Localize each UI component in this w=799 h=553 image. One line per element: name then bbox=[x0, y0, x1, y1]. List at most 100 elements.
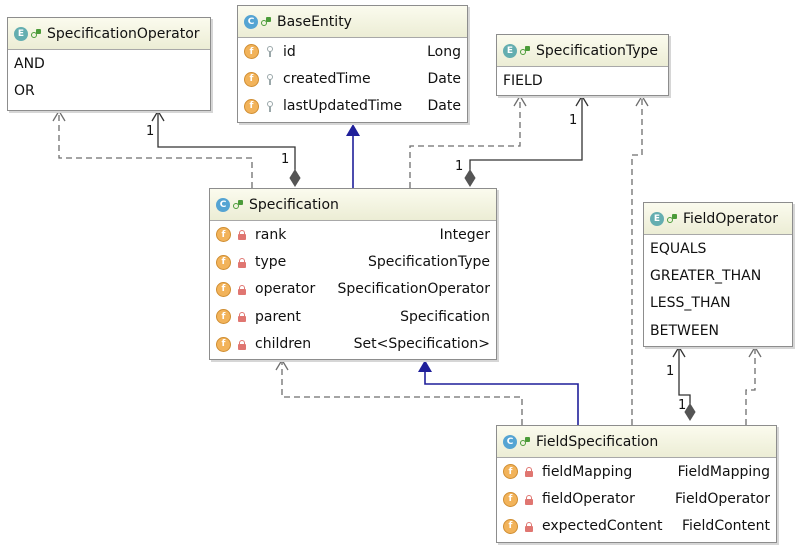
field-icon: f bbox=[244, 98, 259, 114]
public-visibility-icon bbox=[520, 45, 530, 56]
field-type: FieldMapping bbox=[677, 463, 770, 480]
field-icon: f bbox=[216, 281, 231, 297]
specification-type-title: SpecificationType bbox=[536, 42, 659, 59]
multiplicity-label: 1 bbox=[569, 113, 578, 128]
field-type: Long bbox=[427, 43, 461, 60]
private-lock-icon bbox=[238, 257, 246, 268]
field-row: f fieldOperator FieldOperator bbox=[497, 485, 776, 512]
field-icon: f bbox=[503, 464, 518, 480]
base-entity-class[interactable]: C BaseEntity f id Long f createdTime Dat… bbox=[237, 5, 468, 123]
dependency-spec-to-specification-operator bbox=[58, 111, 253, 188]
public-visibility-icon bbox=[520, 436, 530, 447]
field-operator-header: E FieldOperator bbox=[644, 203, 792, 235]
multiplicity-label: 1 bbox=[281, 152, 290, 167]
field-operator-title: FieldOperator bbox=[683, 210, 778, 227]
multiplicity-label: 1 bbox=[146, 124, 155, 139]
field-row: f type SpecificationType bbox=[210, 248, 496, 275]
field-name: fieldMapping bbox=[542, 463, 633, 480]
enum-constant: FIELD bbox=[503, 72, 543, 89]
enum-constant: LESS_THAN bbox=[650, 295, 731, 312]
specification-operator-header: E SpecificationOperator bbox=[8, 18, 210, 50]
enum-icon: E bbox=[14, 26, 28, 41]
field-name: fieldOperator bbox=[542, 491, 635, 508]
field-specification-class[interactable]: C FieldSpecification f fieldMapping Fiel… bbox=[496, 425, 777, 543]
inheritance-arrowhead-base-entity bbox=[346, 124, 360, 136]
private-lock-icon bbox=[238, 230, 246, 241]
field-row: f id Long bbox=[238, 38, 467, 65]
field-icon: f bbox=[503, 491, 518, 507]
specification-title: Specification bbox=[249, 196, 339, 213]
field-type: Set<Specification> bbox=[353, 336, 490, 353]
enum-constant: BETWEEN bbox=[650, 322, 720, 339]
composition-arrowhead-specification-operator bbox=[151, 109, 165, 122]
specification-type-enum[interactable]: E SpecificationType FIELD bbox=[496, 34, 669, 96]
field-row: f parent Specification bbox=[210, 303, 496, 330]
public-visibility-icon bbox=[261, 16, 271, 27]
specification-operator-title: SpecificationOperator bbox=[47, 25, 200, 42]
public-visibility-icon bbox=[667, 213, 677, 224]
field-name: createdTime bbox=[283, 71, 371, 88]
composition-diamond-specification-type bbox=[464, 169, 476, 187]
field-type: FieldContent bbox=[682, 518, 770, 535]
specification-type-header: E SpecificationType bbox=[497, 35, 668, 67]
field-row: f expectedContent FieldContent bbox=[497, 513, 776, 540]
class-icon: C bbox=[244, 14, 258, 29]
private-lock-icon bbox=[238, 284, 246, 295]
dependency-arrowhead-field-operator bbox=[748, 345, 762, 358]
field-icon: f bbox=[216, 227, 231, 243]
enum-constant: OR bbox=[14, 83, 35, 100]
composition-fieldspec-to-field-operator bbox=[678, 347, 691, 404]
specification-operator-enum[interactable]: E SpecificationOperator AND OR bbox=[7, 17, 211, 111]
enum-constant: GREATER_THAN bbox=[650, 268, 762, 285]
composition-diamond-field-operator bbox=[684, 403, 696, 421]
dependency-arrowhead-fieldspec-specification bbox=[275, 358, 289, 371]
private-lock-icon bbox=[525, 467, 533, 478]
field-icon: f bbox=[216, 254, 231, 270]
specification-class[interactable]: C Specification f rank Integer f type Sp… bbox=[209, 188, 497, 360]
protected-key-icon bbox=[266, 100, 274, 112]
field-name: expectedContent bbox=[542, 518, 663, 535]
class-icon: C bbox=[503, 434, 517, 449]
multiplicity-label: 1 bbox=[666, 364, 675, 379]
field-row: f createdTime Date bbox=[238, 65, 467, 92]
enum-icon: E bbox=[650, 211, 664, 226]
protected-key-icon bbox=[266, 46, 274, 58]
field-name: id bbox=[283, 43, 296, 60]
field-type: FieldOperator bbox=[675, 491, 770, 508]
dependency-fieldspec-to-specification bbox=[281, 360, 523, 425]
public-visibility-icon bbox=[31, 28, 41, 39]
field-type: Date bbox=[427, 71, 461, 88]
composition-diamond-specification-operator bbox=[289, 169, 301, 187]
field-name: lastUpdatedTime bbox=[283, 98, 403, 115]
field-type: Date bbox=[427, 98, 461, 115]
field-name: children bbox=[255, 336, 312, 353]
specification-header: C Specification bbox=[210, 189, 496, 221]
field-icon: f bbox=[503, 518, 518, 534]
field-name: type bbox=[255, 254, 287, 271]
dependency-spec-to-specification-type bbox=[409, 96, 521, 188]
inheritance-arrowhead-specification bbox=[418, 360, 432, 372]
enum-icon: E bbox=[503, 43, 517, 58]
dependency-arrowhead-specification-type bbox=[513, 94, 527, 107]
private-lock-icon bbox=[238, 312, 246, 323]
field-operator-enum[interactable]: E FieldOperator EQUALS GREATER_THAN LESS… bbox=[643, 202, 793, 347]
field-specification-header: C FieldSpecification bbox=[497, 426, 776, 458]
field-icon: f bbox=[244, 44, 259, 60]
base-entity-header: C BaseEntity bbox=[238, 6, 467, 38]
field-icon: f bbox=[216, 309, 231, 325]
multiplicity-label: 1 bbox=[678, 398, 687, 413]
composition-arrowhead-field-operator bbox=[672, 345, 686, 358]
field-row: f fieldMapping FieldMapping bbox=[497, 458, 776, 485]
field-type: SpecificationType bbox=[367, 254, 490, 271]
composition-spec-to-specification-operator bbox=[157, 111, 296, 170]
composition-arrowhead-specification-type bbox=[575, 94, 589, 107]
field-type: Integer bbox=[439, 226, 490, 243]
dependency-fieldspec-to-field-operator bbox=[745, 347, 756, 425]
field-row: f lastUpdatedTime Date bbox=[238, 93, 467, 120]
field-row: f operator SpecificationOperator bbox=[210, 276, 496, 303]
field-row: f rank Integer bbox=[210, 221, 496, 248]
enum-constant: AND bbox=[14, 55, 45, 72]
protected-key-icon bbox=[266, 73, 274, 85]
